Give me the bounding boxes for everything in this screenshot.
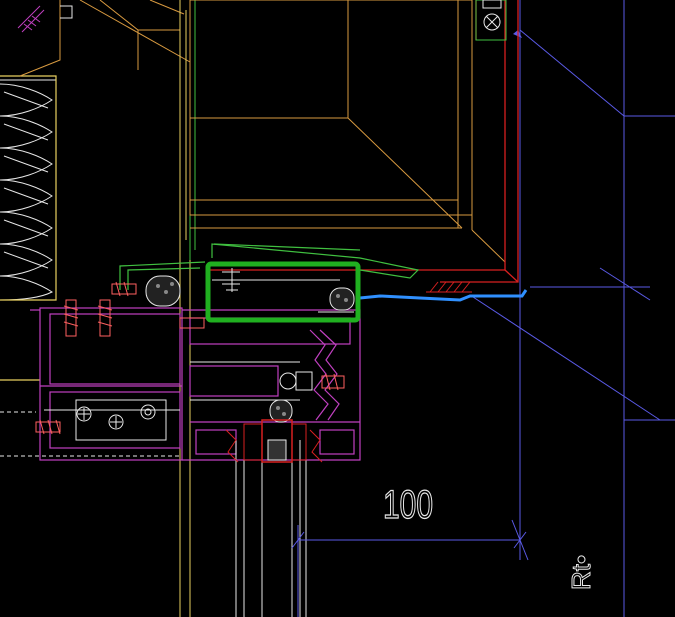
highlight-annotation-box[interactable] [205,261,361,323]
glass-spacer [225,419,323,463]
dimension-label: 100 [383,483,433,527]
corner-bracket-topleft [60,5,73,19]
centerline-dashed [0,411,180,457]
clip-detail-in-box [222,268,354,313]
insulation-boundary [0,75,57,381]
aluminium-profile-left [30,307,183,461]
red-hatch-strip [426,281,472,293]
sill-flashing [119,243,420,290]
angled-cladding-panel [19,0,191,77]
anchor-bolt-topleft [17,5,45,33]
dimension-line [291,531,527,549]
margin-text-rotated: Rt• [566,554,597,590]
drip-line [359,289,528,302]
insulated-glass-unit [235,440,307,617]
stone-panel-frame [189,0,506,263]
screw-anchors [35,281,345,435]
bolt-fasteners [76,371,313,430]
top-right-bracket [475,0,507,41]
white-profile-lines [44,279,340,441]
sealant-gaskets [145,275,355,423]
margin-label: Rt• [566,555,596,590]
